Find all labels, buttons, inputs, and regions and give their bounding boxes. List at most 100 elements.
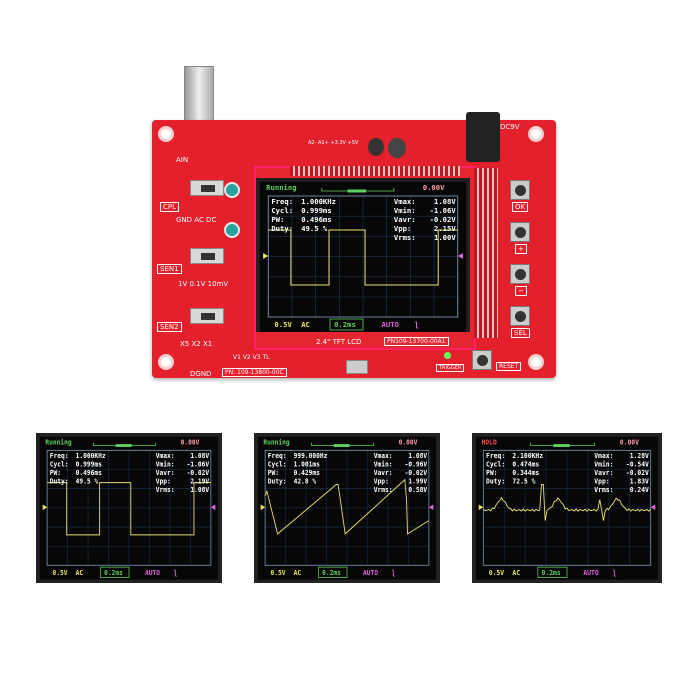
timebase-box	[329, 318, 364, 331]
pin-header	[474, 168, 498, 338]
trigger-edge-icon: ʅ	[391, 569, 396, 577]
measurement-value: -0.02V	[625, 469, 649, 477]
ok-button[interactable]	[510, 180, 530, 200]
measurement-label: Vmax:	[594, 452, 614, 460]
measurement-label: Vpp:	[373, 477, 389, 486]
minus-button[interactable]	[510, 264, 530, 284]
status-text: Running	[266, 184, 297, 192]
mount-hole	[528, 354, 544, 370]
measurement-label: Vmin:	[373, 460, 393, 469]
measurement-value: 999.000Hz	[293, 452, 328, 460]
measurement-label: Freq:	[267, 452, 287, 460]
measurement-value: 0.344ms	[512, 469, 540, 477]
usb-port	[346, 360, 368, 374]
sen1-switch[interactable]	[190, 248, 224, 264]
coupling-label: GND AC DC	[176, 216, 217, 224]
ok-label: OK	[512, 202, 529, 212]
mount-hole	[528, 126, 544, 142]
board-pn-label: PN: 109-13800-00C	[222, 368, 287, 377]
measurement-label: PW:	[267, 469, 280, 477]
memory-position	[115, 444, 132, 447]
measurement-label: Vpp:	[393, 225, 412, 233]
offset-voltage: 0.00V	[619, 438, 639, 447]
measurement-value: -0.02V	[429, 216, 456, 224]
measurement-label: Vmax:	[155, 452, 175, 460]
trigger-mode: AUTO	[381, 321, 399, 329]
measurement-label: Vmin:	[155, 460, 175, 469]
trigger-level-marker	[263, 253, 269, 259]
trigger-edge-icon: ʅ	[612, 569, 617, 577]
dgnd-label: DGND	[190, 370, 212, 378]
measurement-value: 2.100KHz	[512, 452, 544, 460]
offset-voltage: 0.00V	[422, 184, 445, 192]
sen2-switch[interactable]	[190, 308, 224, 324]
measurement-value: 1.28V	[629, 452, 649, 460]
measurement-value: 0.58V	[408, 486, 428, 494]
measurement-label: Vmin:	[594, 460, 614, 469]
time-per-div: 0.2ms	[104, 569, 123, 577]
trigger-level-marker	[42, 504, 48, 511]
volt-per-div: 0.5V	[52, 569, 68, 577]
measurement-label: PW:	[271, 216, 285, 224]
measurement-value: -1.06V	[186, 460, 210, 469]
offset-voltage: 0.00V	[398, 438, 418, 447]
measurement-label: Vmax:	[373, 452, 393, 460]
cpl-label: CPL	[160, 202, 180, 212]
measurement-value: 1.99V	[408, 477, 428, 486]
measurement-label: Vavr:	[373, 469, 393, 477]
measurement-value: 72.5 %	[512, 477, 536, 486]
measurement-value: 1.08V	[433, 198, 456, 206]
volt-per-div: 0.5V	[270, 569, 286, 577]
plot-area	[42, 442, 216, 578]
measurement-value: 1.83V	[629, 477, 649, 486]
measurement-label: Vrms:	[373, 486, 393, 494]
plot-frame	[264, 449, 430, 566]
reset-button[interactable]	[472, 350, 492, 370]
waveform-trace	[264, 478, 430, 535]
measurement-value: 0.429ms	[293, 469, 320, 477]
trigger-marker-right	[210, 504, 216, 511]
sel-button[interactable]	[510, 306, 530, 326]
measurement-label: Vmin:	[393, 207, 416, 215]
time-per-div: 0.2ms	[322, 569, 341, 577]
plus-label: +	[515, 244, 527, 254]
measurement-value: 0.999ms	[75, 460, 102, 469]
potentiometer[interactable]	[224, 182, 240, 198]
measurement-value: 0.496ms	[75, 469, 102, 477]
measurement-value: 0.999ms	[301, 207, 332, 215]
measurement-value: -1.06V	[429, 207, 456, 215]
measurement-label: Vavr:	[393, 216, 416, 224]
volt-per-div: 0.5V	[488, 569, 505, 577]
memory-position	[553, 444, 570, 447]
coupling-switch[interactable]	[190, 180, 224, 196]
power-label: A2- A1+ +3.3V +5V	[308, 140, 359, 146]
trigger-marker-right	[457, 253, 463, 259]
trigger-level-marker	[260, 504, 266, 511]
time-per-div: 0.2ms	[334, 321, 356, 329]
volt-per-div: 0.5V	[274, 321, 292, 329]
sen2-range-label: X5 X2 X1	[180, 340, 213, 348]
pin-header	[290, 166, 460, 176]
coupling-mode: AC	[293, 569, 302, 577]
measurement-value: 1.000KHz	[75, 452, 106, 460]
measurement-value: 2.15V	[433, 225, 456, 233]
plus-button[interactable]	[510, 222, 530, 242]
timebase-box	[318, 566, 348, 578]
plot-area	[478, 442, 656, 578]
measurement-label: Freq:	[486, 452, 506, 460]
trigger-marker-right	[650, 504, 656, 511]
potentiometer[interactable]	[224, 222, 240, 238]
measurement-value: 1.08V	[190, 486, 210, 494]
measurement-label: Vpp:	[594, 477, 610, 486]
plot-area	[260, 442, 434, 578]
measurement-label: Duty:	[49, 477, 69, 486]
measurement-label: Vavr:	[155, 469, 175, 477]
measurement-value: 49.5 %	[301, 225, 328, 233]
measurement-label: Duty:	[267, 477, 287, 486]
measurement-value: 1.08V	[408, 452, 428, 460]
status-text: Running	[45, 438, 72, 447]
trigger-led	[444, 352, 451, 359]
measurement-value: -0.54V	[625, 460, 649, 469]
